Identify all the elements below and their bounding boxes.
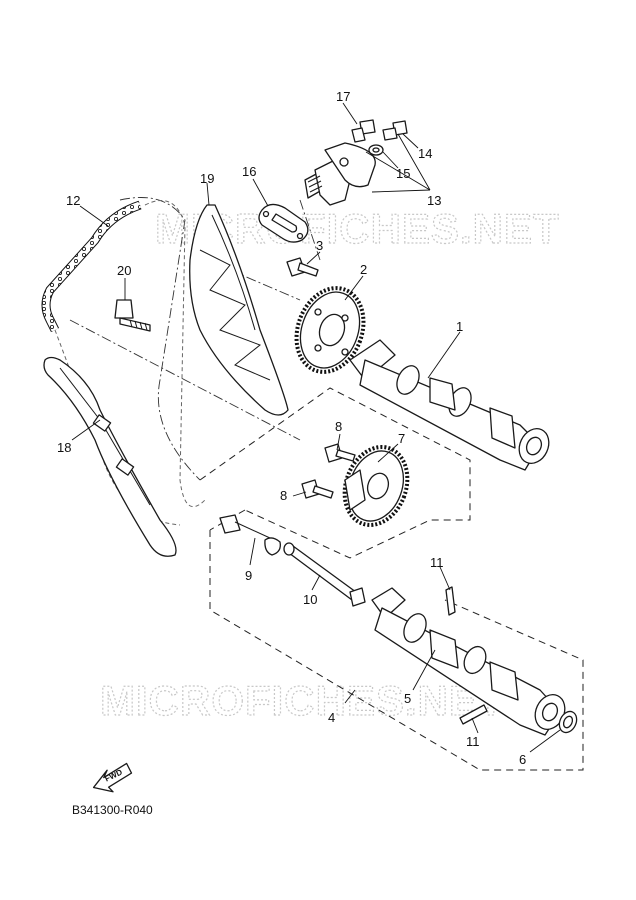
callout-5: 5 xyxy=(404,691,411,706)
chain-guide-lower[interactable] xyxy=(43,356,177,557)
assembly-outline-upper xyxy=(199,387,471,559)
leader-lines xyxy=(71,102,561,753)
callout-19: 19 xyxy=(200,171,214,186)
callout-12: 12 xyxy=(66,193,80,208)
diagram-code: B341300-R040 xyxy=(72,803,153,817)
tensioner-bolt-17[interactable] xyxy=(351,119,376,143)
callout-labels: 1 2 3 4 5 6 7 8 8 9 10 11 11 12 13 14 15… xyxy=(57,89,526,767)
sprocket-bolt-8a[interactable] xyxy=(324,443,356,463)
chain-guide-upper[interactable] xyxy=(189,204,289,416)
callout-20: 20 xyxy=(117,263,131,278)
decompression-shaft[interactable] xyxy=(283,542,366,607)
callout-11-lower: 11 xyxy=(466,734,480,749)
forward-direction-arrow: FWD xyxy=(92,762,133,793)
assembly-outline-link xyxy=(209,509,246,531)
callout-18: 18 xyxy=(57,440,71,455)
dowel-pin-upper[interactable] xyxy=(445,586,456,616)
callout-9: 9 xyxy=(245,568,252,583)
sprocket-bolt-8b[interactable] xyxy=(301,479,334,499)
cam-sprocket-upper[interactable] xyxy=(285,279,375,382)
alignment-line-guide xyxy=(69,319,301,441)
camshaft-lower[interactable] xyxy=(371,587,570,736)
callout-1: 1 xyxy=(456,319,463,334)
callout-15: 15 xyxy=(396,166,410,181)
decompression-pin[interactable] xyxy=(219,514,281,556)
callout-3: 3 xyxy=(316,238,323,253)
callout-2: 2 xyxy=(360,262,367,277)
callout-11-upper: 11 xyxy=(430,555,444,570)
tensioner-bolt-14[interactable] xyxy=(382,120,408,141)
alignment-line-chain xyxy=(119,197,201,481)
sprocket-bolt-upper[interactable] xyxy=(286,257,319,277)
callout-8-lower: 8 xyxy=(280,488,287,503)
callout-6: 6 xyxy=(519,752,526,767)
alignment-line-sprocket xyxy=(229,269,301,301)
callout-10: 10 xyxy=(303,592,317,607)
alignment-line-tensioner xyxy=(299,199,321,261)
assembly-outline-lower xyxy=(209,530,584,771)
washer[interactable] xyxy=(368,144,384,156)
callout-4: 4 xyxy=(328,710,335,725)
dowel-pin-lower[interactable] xyxy=(459,704,488,725)
callout-17: 17 xyxy=(336,89,350,104)
callout-13: 13 xyxy=(427,193,441,208)
callout-8-upper: 8 xyxy=(335,419,342,434)
callout-14: 14 xyxy=(418,146,432,161)
cam-sprocket-lower[interactable] xyxy=(334,438,418,534)
watermark-bottom: MICROFICHES.NET xyxy=(100,677,505,724)
callout-16: 16 xyxy=(242,164,256,179)
tensioner-gasket[interactable] xyxy=(258,203,309,243)
cam-end-seal[interactable] xyxy=(556,709,580,736)
guide-bolt[interactable] xyxy=(114,299,151,332)
camshaft-upper[interactable] xyxy=(349,339,554,471)
chain-tensioner[interactable] xyxy=(304,142,376,206)
callout-7: 7 xyxy=(398,431,405,446)
